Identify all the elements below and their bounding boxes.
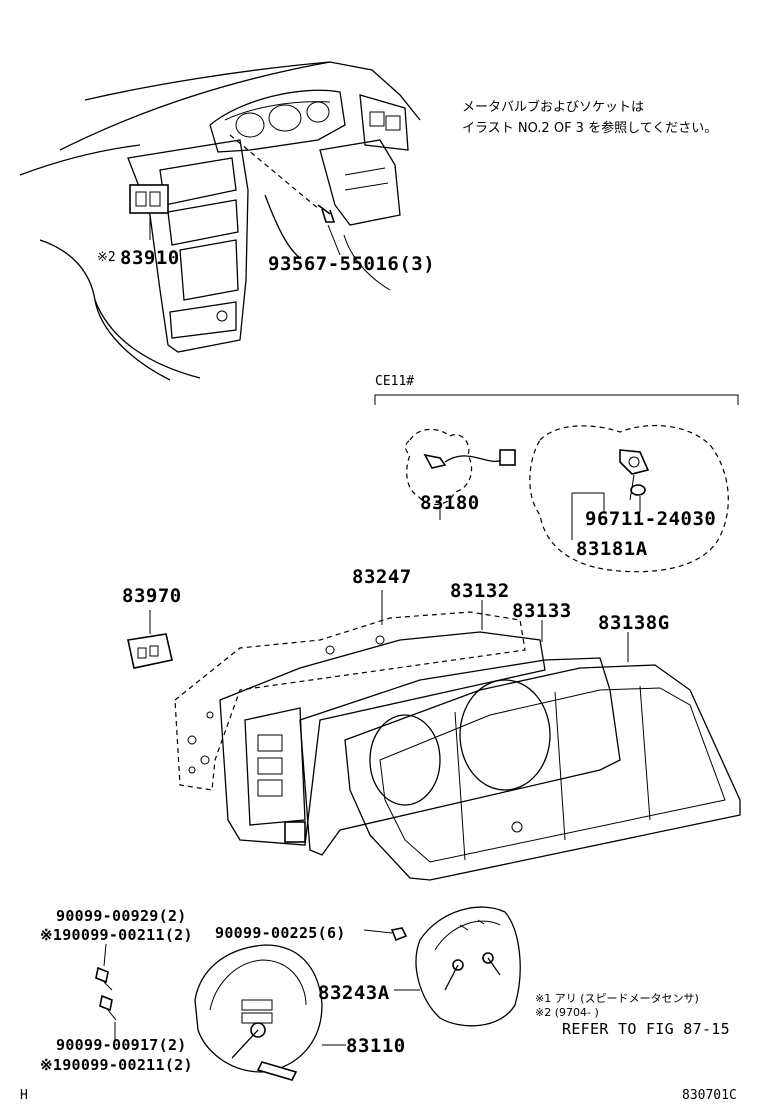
part-83110-label[interactable]: 83110 (346, 1035, 406, 1057)
legend-note2: ※2 (9704- ) (535, 1006, 599, 1019)
part-83133-label[interactable]: 83133 (512, 600, 572, 622)
part-83970-label[interactable]: 83970 (122, 585, 182, 607)
part-93567-label[interactable]: 93567-55016(3) (268, 253, 436, 275)
footer-left-code: H (20, 1088, 28, 1103)
sensor-83180-illustration (404, 428, 516, 520)
part-96711-label[interactable]: 96711-24030 (585, 508, 717, 530)
part-83180-label[interactable]: 83180 (420, 492, 480, 514)
part-83138g-label[interactable]: 83138G (598, 612, 670, 634)
part-83910-label[interactable]: 83910 (120, 247, 180, 269)
part-83247-label[interactable]: 83247 (352, 566, 412, 588)
part-90099-00211-bot-label[interactable]: ※190099-00211(2) (40, 1056, 193, 1074)
footer-diagram-number: 830701C (682, 1088, 737, 1103)
part-83243a-label[interactable]: 83243A (318, 982, 390, 1004)
refer-fig-label[interactable]: REFER TO FIG 87-15 (562, 1020, 730, 1038)
bulb-note-line2: イラスト NO.2 OF 3 を参照してください。 (462, 121, 718, 136)
sensor-housing-illustration (529, 424, 729, 573)
ce11-bracket (374, 394, 739, 405)
dashboard-illustration (19, 61, 421, 381)
bulb-note-line1: メータバルブおよびソケットは (462, 100, 645, 115)
part-83181a-label[interactable]: 83181A (576, 538, 648, 560)
part-83910-mark: ※2 (97, 250, 116, 265)
part-90099-00929-label[interactable]: 90099-00929(2) (56, 907, 187, 925)
legend-note1: ※1 アリ (スピードメータセンサ) (535, 992, 699, 1005)
relay-83970-illustration (127, 610, 173, 669)
part-83132-label[interactable]: 83132 (450, 580, 510, 602)
gauge-illustration (394, 906, 521, 1027)
meter-stack-illustration (174, 590, 741, 881)
screw-set-illustration (95, 927, 408, 1040)
variant-label: CE11# (375, 374, 415, 389)
part-90099-00917-label[interactable]: 90099-00917(2) (56, 1036, 187, 1054)
part-90099-00225-label[interactable]: 90099-00225(6) (215, 924, 346, 942)
part-90099-00211-top-label[interactable]: ※190099-00211(2) (40, 926, 193, 944)
speedometer-illustration (194, 944, 346, 1081)
